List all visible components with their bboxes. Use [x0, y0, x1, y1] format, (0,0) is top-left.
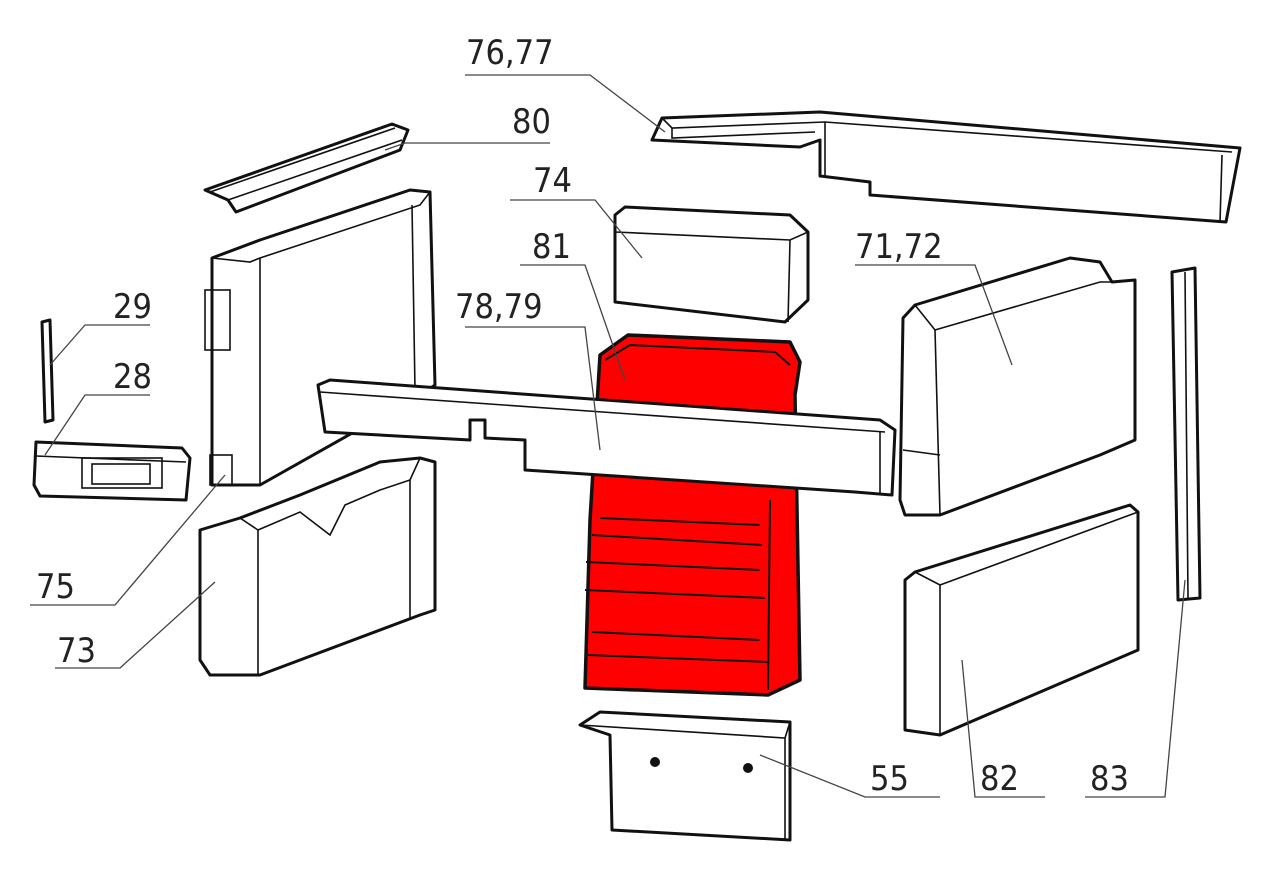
label-81: 81	[532, 227, 571, 267]
label-76-77: 76,77	[466, 33, 554, 73]
part-76-77-deflector[interactable]	[650, 110, 1242, 224]
label-28: 28	[113, 357, 152, 397]
part-74-top-brick[interactable]	[613, 205, 810, 324]
label-82: 82	[980, 759, 1019, 799]
label-73: 73	[57, 631, 96, 671]
label-71-72: 71,72	[855, 227, 943, 267]
part-81-rear-brick-highlighted[interactable]	[583, 333, 802, 697]
part-80-baffle[interactable]	[203, 122, 410, 214]
label-78-79: 78,79	[455, 287, 543, 327]
part-78-79-cross-beam[interactable]	[316, 378, 897, 497]
part-29-rod[interactable]	[40, 318, 55, 424]
part-28-grate[interactable]	[32, 440, 192, 502]
part-83-vertical-strip[interactable]	[1170, 266, 1202, 602]
label-55: 55	[870, 759, 909, 799]
part-73-left-lower-brick[interactable]	[198, 456, 437, 677]
part-71-72-right-upper-brick[interactable]	[898, 256, 1137, 517]
part-82-right-lower-brick[interactable]	[903, 503, 1140, 737]
label-80: 80	[512, 102, 551, 142]
part-75-left-panel[interactable]	[204, 188, 437, 487]
label-83: 83	[1090, 759, 1129, 799]
part-55-bottom-plate[interactable]	[578, 710, 792, 842]
leader-lines	[30, 74, 1186, 798]
label-75: 75	[36, 567, 75, 607]
label-74: 74	[533, 161, 572, 201]
label-29: 29	[113, 287, 152, 327]
